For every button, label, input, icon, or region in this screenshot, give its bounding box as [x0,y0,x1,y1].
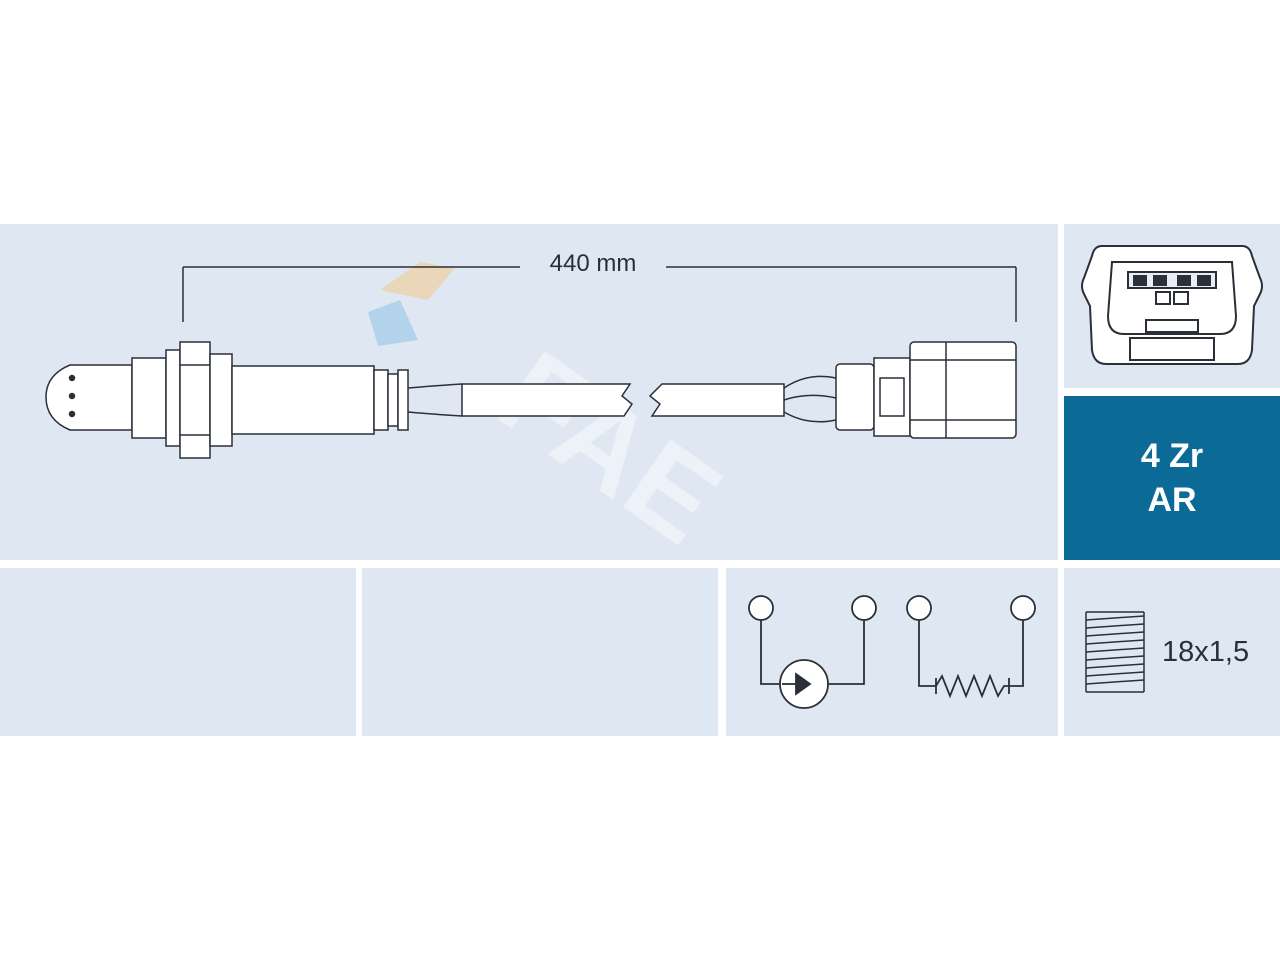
circuit-diagram [748,595,1036,709]
circuit-panel [726,568,1058,736]
connector-face-icon [1081,245,1263,365]
lambda-sensor-icon [45,341,1017,459]
dimension-line [182,266,1017,322]
watermark-text: FAE [476,326,744,570]
thread-panel: 18x1,5 [1064,568,1280,736]
heater-resistor-icon [906,595,1036,699]
empty-panel-2 [362,568,718,736]
thread-size-label: 18x1,5 [1162,636,1250,668]
empty-panel-1 [0,568,356,736]
cable-length-label: 440 mm [549,250,637,277]
sensor-type-label: 4 Zr AR [1064,396,1280,560]
thread-icon [1085,611,1145,693]
sensor-element-icon [748,595,877,709]
connector-panel [1064,224,1280,388]
sensor-type-line1: 4 Zr [1140,437,1204,475]
sensor-type-panel: 4 Zr AR [1064,396,1280,560]
sensor-type-line2: AR [1147,481,1197,519]
